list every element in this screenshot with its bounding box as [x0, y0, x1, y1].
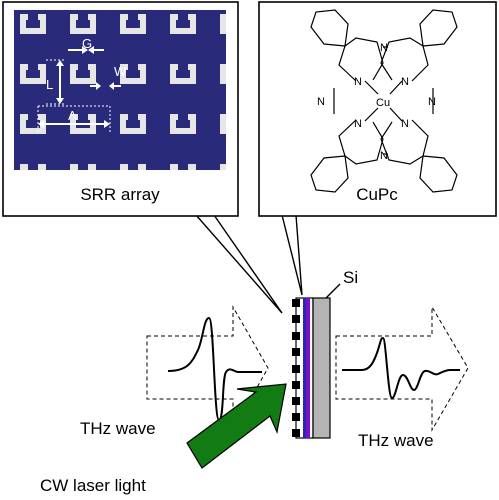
cupc-atom-labels: N N N N N N N N Cu [317, 42, 436, 162]
srr-layer [303, 298, 306, 438]
benzo-ring-bottom-right [419, 155, 458, 193]
transmitted-pulse-waveform [342, 336, 460, 400]
srr-callout: G L W Λ SRR array [2, 1, 283, 314]
sample-stack: Si [292, 268, 358, 439]
cu-bond-lower-right [389, 107, 403, 122]
length-arrowhead-top [56, 60, 64, 66]
length-label: L [46, 77, 53, 92]
n-bottom: N [380, 150, 388, 162]
cu-bond-upper-right [389, 80, 403, 95]
period-label: Λ [68, 108, 77, 123]
srr-callout-pointer [195, 214, 283, 314]
cw-laser-beam: CW laser light [40, 383, 287, 495]
thz-in-label: THz wave [80, 419, 156, 438]
n-top: N [380, 42, 388, 54]
n-inner-lower-right: N [401, 118, 409, 130]
lower-left-pyrrole [338, 119, 384, 165]
width-arrowhead-left [96, 82, 101, 90]
length-arrowhead-bottom [56, 98, 64, 104]
n-inner-upper-left: N [354, 76, 362, 88]
n-right: N [428, 96, 436, 108]
upper-right-pyrrole [380, 37, 429, 82]
si-substrate [312, 297, 331, 439]
si-leader-line [325, 283, 341, 299]
thz-out-label: THz wave [358, 431, 434, 450]
cupc-callout-pointer [281, 214, 303, 296]
lower-right-pyrrole [380, 119, 429, 165]
srr-ring-pattern [14, 10, 226, 170]
srr-micrograph: G L W Λ [14, 10, 226, 170]
transmitted-dashed-arrow [335, 305, 469, 432]
width-arrowhead-right [109, 82, 114, 90]
benzo-ring-bottom-left [310, 155, 349, 193]
cu-bond-lower-left [364, 107, 379, 122]
period-arrowhead-left [38, 120, 44, 128]
period-arrowhead-right [104, 120, 110, 128]
gap-arrowhead-left [82, 46, 88, 54]
cu-center: Cu [376, 97, 390, 109]
transmitted-thz-wave: THz wave [335, 305, 469, 450]
cupc-caption: CuPc [356, 185, 398, 204]
n-inner-lower-left: N [354, 118, 362, 130]
incident-pulse-waveform [167, 316, 262, 422]
laser-label: CW laser light [40, 476, 146, 495]
cu-bond-upper-left [364, 80, 379, 95]
benzo-ring-top-left [310, 9, 349, 47]
upper-left-pyrrole [338, 37, 384, 82]
srr-caption: SRR array [80, 185, 160, 204]
n-left: N [317, 96, 325, 108]
srr-cross-section [292, 299, 300, 437]
gap-label: G [82, 36, 92, 51]
si-label: Si [343, 268, 358, 287]
cupc-layer [306, 298, 310, 438]
cupc-structure [310, 9, 458, 193]
gap-arrowhead-right [88, 46, 94, 54]
n-inner-upper-right: N [401, 76, 409, 88]
width-label: W [114, 64, 127, 79]
cupc-callout: N N N N N N N N Cu CuPc [258, 1, 497, 296]
benzo-ring-top-right [419, 9, 458, 47]
laser-arrow [186, 383, 287, 469]
